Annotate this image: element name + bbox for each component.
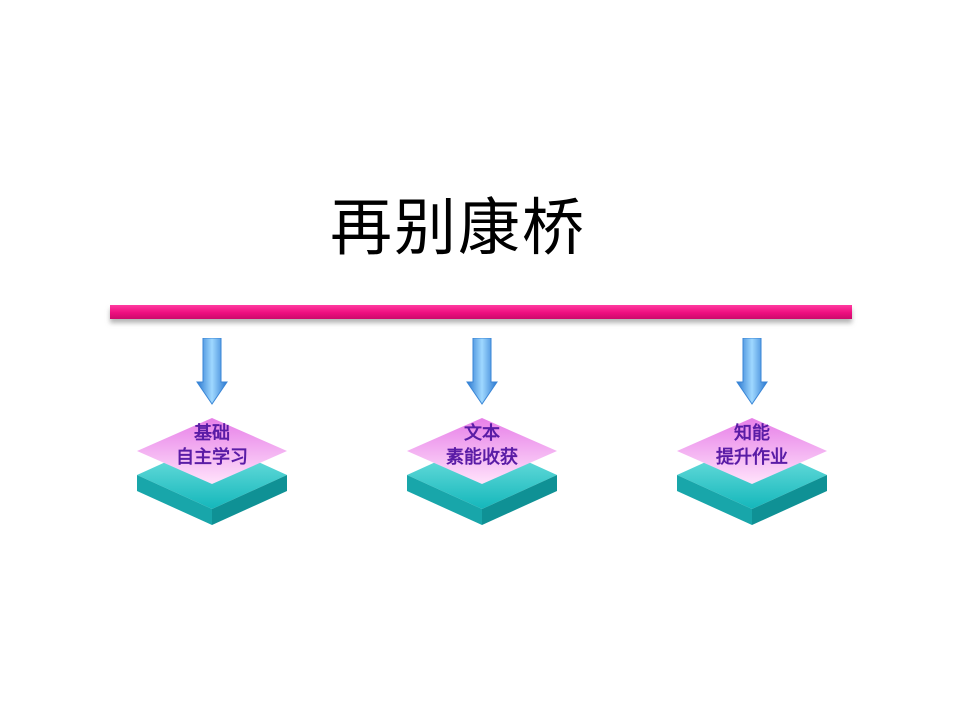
section-basic-self-study[interactable]: 基础 自主学习 [137,338,287,528]
section-label-line2: 素能收获 [446,447,518,468]
section-label-line2: 自主学习 [176,447,248,468]
section-label-line1: 知能 [734,423,770,444]
section-label-line1: 文本 [464,423,500,444]
section-label: 知能 提升作业 [677,422,827,470]
page-title: 再别康桥 [330,191,587,264]
down-arrow-icon [677,338,827,525]
down-arrow-icon [407,338,557,525]
section-text-gains[interactable]: 文本 素能收获 [407,338,557,528]
section-label-line1: 基础 [194,423,230,444]
section-label-line2: 提升作业 [716,447,788,468]
section-label: 基础 自主学习 [137,422,287,470]
section-skill-homework[interactable]: 知能 提升作业 [677,338,827,528]
section-label: 文本 素能收获 [407,422,557,470]
divider-bar [110,305,852,319]
down-arrow-icon [137,338,287,525]
